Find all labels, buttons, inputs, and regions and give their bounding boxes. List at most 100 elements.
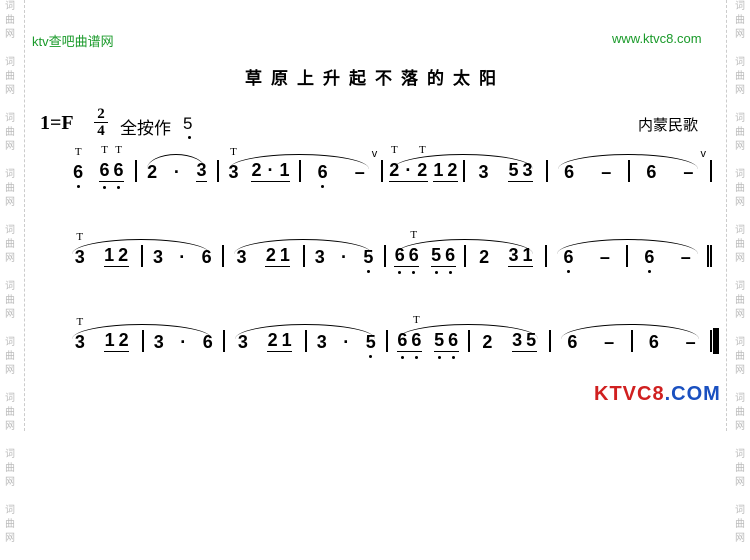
time-bottom: 4: [94, 122, 108, 139]
note-group: –: [604, 332, 615, 352]
low-octave-dot: [321, 185, 325, 188]
measure: 6–: [551, 330, 633, 352]
slur: [558, 154, 698, 169]
augmentation-dot: ·: [343, 332, 350, 352]
note: 3: [153, 247, 164, 267]
slur: [72, 239, 210, 254]
note-group: –: [685, 332, 696, 352]
note-group: 6: [564, 162, 575, 182]
note-group: –: [354, 162, 365, 182]
watermark-char: 曲: [735, 407, 745, 418]
watermark-char: 曲: [735, 71, 745, 82]
watermark-char: 曲: [735, 295, 745, 306]
note: 3: [522, 160, 533, 180]
watermark-char: 词: [735, 393, 745, 404]
note: 3: [237, 332, 248, 352]
measure: 3·5: [307, 330, 388, 358]
measure: 6–: [547, 245, 629, 273]
watermark-char: 曲: [5, 183, 15, 194]
note: 3: [153, 332, 164, 352]
tonguing-mark: T: [410, 229, 418, 241]
breath-mark: v: [371, 148, 378, 160]
watermark-char: 词: [5, 281, 15, 292]
slur: [398, 324, 538, 339]
watermark-char: 词: [5, 505, 15, 516]
note-group: 6: [202, 332, 213, 352]
note-group: 6: [567, 332, 578, 352]
note: 3: [478, 162, 489, 182]
watermark-char: 词: [5, 225, 15, 236]
low-octave-dot: [369, 355, 373, 358]
slur: [561, 324, 699, 339]
note-group: 6: [648, 332, 659, 352]
low-octave-dot: [451, 356, 455, 359]
watermark-char: 词: [735, 113, 745, 124]
note: 1: [522, 245, 533, 265]
slur: [234, 239, 372, 254]
tonguing-mark: T: [115, 144, 122, 156]
watermark-char: 网: [735, 309, 745, 320]
watermark-char: 词: [5, 1, 15, 12]
note-group: 3: [478, 162, 489, 182]
watermark-char: 词: [735, 169, 745, 180]
note: 6: [445, 245, 456, 274]
note-group: –: [601, 162, 612, 182]
watermark-char: 网: [5, 421, 15, 432]
dash-extension: –: [599, 247, 610, 267]
watermark-char: 词: [5, 57, 15, 68]
note: 3: [512, 330, 523, 350]
note: 6: [563, 247, 574, 273]
note-group: 6: [644, 247, 655, 273]
watermark-char: 网: [5, 253, 15, 264]
watermark-char: 网: [735, 421, 745, 432]
note-group: 3: [314, 247, 325, 267]
note: 3: [508, 245, 519, 265]
note: 3: [314, 247, 325, 267]
watermark-char: 网: [735, 85, 745, 96]
watermark-char: 网: [5, 309, 15, 320]
note-group: 2: [147, 162, 158, 182]
watermark-char: 网: [5, 85, 15, 96]
note: 1: [279, 160, 290, 180]
low-octave-dot: [412, 271, 416, 274]
left-margin-line: [24, 0, 25, 431]
low-octave-dot: [188, 136, 191, 139]
low-octave-dot: [400, 356, 404, 359]
low-octave-dot: [566, 270, 570, 273]
tonguing-mark: T: [74, 146, 82, 158]
logo-part1: KTVC8: [594, 383, 665, 405]
note: 3: [196, 160, 207, 180]
measure: 6–v: [630, 148, 712, 182]
beamed-group: 2·1: [251, 160, 291, 182]
note-group: 3: [236, 247, 247, 267]
note-group: 2: [482, 332, 493, 352]
slur: [72, 324, 212, 339]
measure: 6–: [633, 330, 713, 352]
watermark-char: 词: [5, 449, 15, 460]
watermark-char: 网: [5, 477, 15, 488]
note: 5: [363, 247, 374, 273]
note-group: ·: [178, 332, 189, 352]
low-octave-dot: [76, 185, 80, 188]
low-octave-dot: [437, 356, 441, 359]
note-group: ·: [177, 247, 188, 267]
watermark-char: 曲: [735, 183, 745, 194]
note: 2: [118, 245, 129, 265]
watermark-char: 曲: [5, 407, 15, 418]
note: 2: [118, 330, 129, 350]
low-octave-dot: [448, 271, 452, 274]
